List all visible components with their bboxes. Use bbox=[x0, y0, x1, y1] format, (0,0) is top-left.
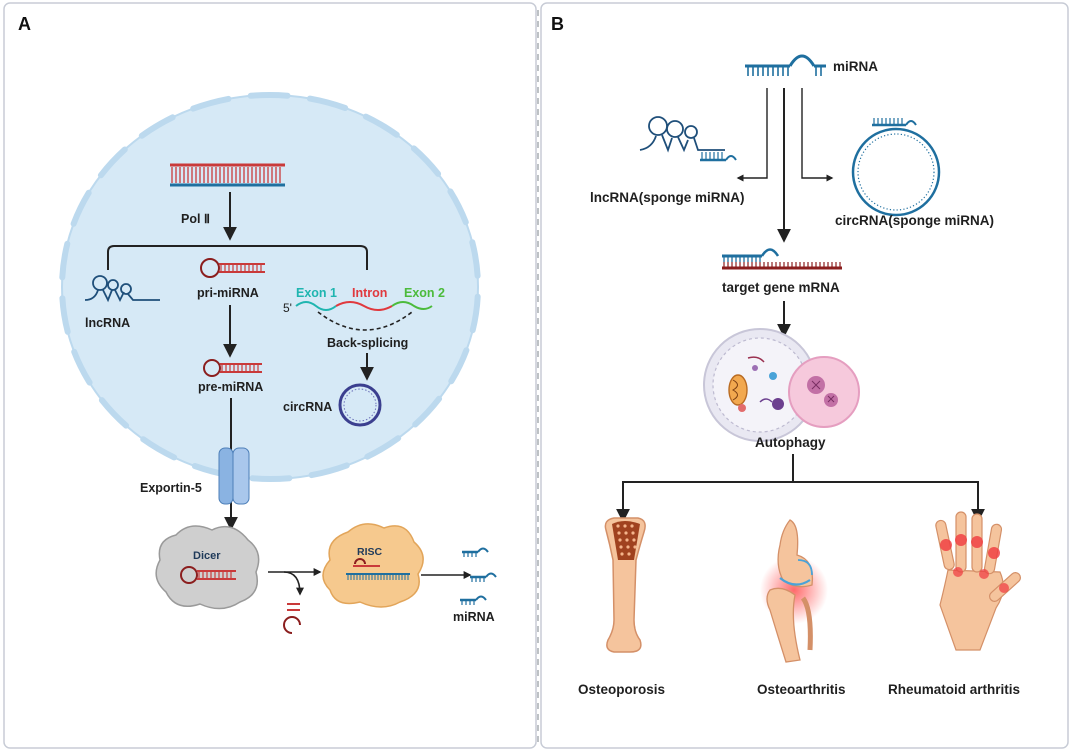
pre-mirna-hairpin bbox=[203, 359, 262, 377]
branch-bracket bbox=[107, 245, 368, 270]
pri-mirna-label: pri-miRNA bbox=[197, 286, 259, 300]
intron-strand bbox=[335, 301, 393, 311]
pre-mirna-label: pre-miRNA bbox=[198, 380, 263, 394]
byproduct-fragments bbox=[283, 603, 301, 634]
arrow-to-circ-sponge bbox=[801, 88, 834, 182]
target-mrna bbox=[722, 248, 842, 270]
target-mrna-label: target gene mRNA bbox=[722, 280, 840, 295]
lncrna-sponge-label: lncRNA(sponge miRNA) bbox=[590, 190, 745, 205]
lncrna-label: lncRNA bbox=[85, 316, 130, 330]
circrna-ring bbox=[338, 383, 382, 427]
risc-label: RISC bbox=[357, 546, 383, 558]
panel-label-a: A bbox=[18, 14, 31, 34]
ra-label: Rheumatoid arthritis bbox=[888, 682, 1020, 697]
exon1-label: Exon 1 bbox=[296, 286, 337, 300]
five-prime-label: 5' bbox=[283, 301, 292, 315]
circrna-sponge-label: circRNA(sponge miRNA) bbox=[835, 213, 994, 228]
nucleus bbox=[59, 91, 481, 483]
intron-label: Intron bbox=[352, 286, 387, 300]
mirna-top bbox=[745, 54, 826, 76]
disease-tree bbox=[623, 454, 978, 483]
panel-label-b: B bbox=[551, 14, 564, 34]
pri-mirna-hairpin bbox=[200, 258, 265, 278]
back-splicing-arc bbox=[317, 311, 413, 331]
panel-a-frame bbox=[3, 2, 537, 749]
pol2-label: Pol Ⅱ bbox=[181, 212, 210, 226]
risc-complex bbox=[322, 523, 424, 608]
rheumatoid-hand bbox=[935, 511, 1022, 651]
exportin-5-channel bbox=[218, 447, 250, 505]
exon2-label: Exon 2 bbox=[404, 286, 445, 300]
mirna-label-right: miRNA bbox=[833, 59, 878, 74]
mature-mirna-group bbox=[460, 547, 497, 605]
mirna-label-left: miRNA bbox=[453, 610, 495, 624]
osteoarthritis-label: Osteoarthritis bbox=[757, 682, 846, 697]
autophagy-label: Autophagy bbox=[755, 435, 826, 450]
autophagosome bbox=[703, 328, 817, 442]
panel-b-frame bbox=[540, 2, 1069, 749]
osteoporosis-bone bbox=[604, 517, 646, 653]
arrow-byproduct bbox=[283, 571, 304, 596]
lncrna-sponge-bound-mirna bbox=[700, 152, 737, 162]
dicer-complex bbox=[155, 525, 260, 610]
dicer-label: Dicer bbox=[193, 550, 221, 562]
dna-template bbox=[170, 163, 285, 187]
osteoporosis-label: Osteoporosis bbox=[578, 682, 665, 697]
circrna-sponge-structure bbox=[851, 118, 941, 217]
exon1-strand bbox=[295, 301, 337, 311]
exportin-5-label: Exportin-5 bbox=[140, 481, 202, 495]
lncrna-sponge-structure bbox=[639, 116, 725, 153]
lysosome bbox=[788, 356, 860, 428]
osteoarthritis-knee bbox=[760, 519, 828, 663]
exon2-strand bbox=[391, 301, 433, 310]
lncrna-structure bbox=[84, 275, 160, 303]
arrow-to-lnc-sponge bbox=[736, 88, 768, 182]
circrna-label: circRNA bbox=[283, 400, 332, 414]
back-splicing-label: Back-splicing bbox=[327, 336, 408, 350]
